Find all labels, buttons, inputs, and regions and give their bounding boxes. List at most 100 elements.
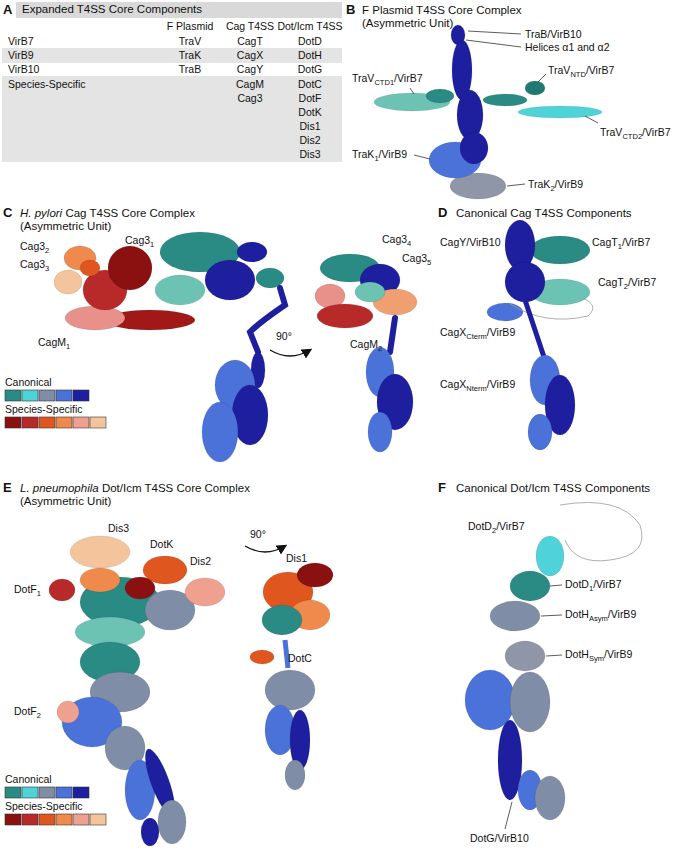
label-text: Dot/Icm T4SS Core Complex	[102, 482, 250, 494]
label-text: TraK	[528, 178, 550, 190]
part-label: TraVCTD1/VirB7	[352, 72, 423, 85]
table-cell: CagT	[237, 35, 263, 48]
label-text: Canonical Cag T4SS Components	[456, 207, 632, 219]
part-label: CagT2/VirB7	[598, 276, 656, 289]
label-text: A	[3, 2, 12, 17]
table-cell: DotF	[299, 92, 322, 105]
panel-title: (Asymmetric Unit)	[20, 495, 111, 509]
color-swatch	[22, 417, 38, 428]
part-label: CagY/VirB10	[440, 236, 501, 249]
part-label: DotC	[288, 652, 312, 665]
table-cell: Cag3	[237, 92, 262, 105]
label-text: CagX	[440, 326, 466, 338]
color-swatch	[56, 787, 72, 798]
subscript: Sym	[589, 654, 604, 663]
svg-part	[366, 347, 413, 452]
label-text: /VirB7	[496, 520, 524, 532]
svg-part	[5, 787, 106, 825]
color-swatch	[2, 76, 342, 162]
drawn-path	[390, 318, 395, 352]
panel-letter: C	[3, 205, 12, 221]
color-swatch	[90, 814, 106, 825]
drawn-path	[525, 300, 545, 360]
label-text: TraK	[352, 148, 374, 160]
part-label: CagM2	[350, 338, 382, 351]
label-text: Cag3	[125, 234, 150, 246]
label-text: /VirB7	[628, 276, 656, 288]
protein-domain	[487, 303, 523, 321]
protein-domain	[483, 94, 527, 106]
leader-line	[507, 184, 525, 186]
leader-line	[585, 116, 598, 123]
label-text: DotD	[565, 578, 589, 590]
panel-title: Canonical Cag T4SS Components	[456, 207, 632, 221]
leader-line	[505, 802, 512, 829]
table-cell: Cag T4SS	[226, 20, 274, 33]
protein-domain	[265, 670, 315, 710]
subscript: 1	[150, 240, 154, 249]
part-label: Dis1	[286, 552, 307, 565]
subscript: 2	[37, 711, 41, 720]
subscript: 4	[407, 239, 411, 248]
label-text: Species-Specific	[8, 78, 86, 90]
label-text: Expanded T4SS Core Components	[22, 3, 202, 15]
svg-part	[465, 536, 565, 820]
label-text: CagM	[38, 336, 66, 348]
part-label: TraVCTD2/VirB7	[600, 126, 671, 139]
subscript: 2	[45, 246, 49, 255]
color-swatch	[5, 417, 21, 428]
part-label: Cag33	[20, 258, 49, 271]
subscript: NTD	[570, 70, 586, 79]
part-label: CagM1	[38, 336, 70, 349]
species-name: H. pylori	[20, 207, 62, 219]
svg-part	[410, 31, 598, 186]
subscript: 2	[550, 184, 554, 193]
label-text: CagM	[236, 78, 264, 90]
label-text: DotC	[288, 652, 312, 664]
label-text: /VirB7	[394, 72, 422, 84]
label-text: DotH	[565, 608, 589, 620]
svg-part	[5, 390, 106, 428]
protein-domain	[125, 577, 155, 599]
table-cell: VirB7	[8, 35, 34, 48]
label-text: B	[346, 2, 355, 17]
svg-part	[54, 232, 284, 330]
label-text: Dis2	[190, 555, 211, 567]
part-label: Cag35	[402, 252, 431, 265]
part-label: TraK2/VirB9	[528, 178, 583, 191]
drawn-path	[510, 298, 593, 319]
leader-line	[414, 155, 430, 159]
color-swatch	[73, 814, 89, 825]
part-label: TraB/VirB10	[525, 28, 582, 41]
leader-line	[410, 88, 414, 94]
protein-domain	[237, 242, 267, 262]
table-cell: CagM	[236, 78, 264, 91]
label-text: /VirB7	[642, 126, 670, 138]
table-cell: DotG	[298, 63, 323, 76]
label-text: Helices α1 and α2	[525, 41, 610, 53]
color-swatch	[73, 787, 89, 798]
label-text: /VirB9	[608, 608, 636, 620]
label-text: DotG	[298, 63, 323, 75]
label-text: /VirB9	[555, 178, 583, 190]
svg-part	[528, 355, 575, 450]
subscript: 1	[618, 242, 622, 251]
label-text: Dis2	[299, 134, 320, 146]
protein-domain	[202, 402, 238, 462]
label-text: Cag3	[20, 240, 45, 252]
label-text: /VirB7	[622, 236, 650, 248]
svg-part	[250, 563, 333, 790]
panel-title: (Asymmetric Unit)	[20, 220, 111, 234]
protein-domain	[250, 650, 274, 664]
part-label: CagT1/VirB7	[592, 236, 650, 249]
table-cell: DotH	[298, 49, 322, 62]
label-text: TraB	[179, 63, 201, 75]
color-swatch	[39, 787, 55, 798]
subscript: 2	[624, 282, 628, 291]
protein-domain	[518, 106, 602, 118]
label-text: /VirB9	[604, 648, 632, 660]
color-swatch	[56, 417, 72, 428]
protein-domain	[317, 304, 373, 328]
label-text: /VirB9	[379, 148, 407, 160]
table-cell: Dis3	[299, 148, 320, 161]
